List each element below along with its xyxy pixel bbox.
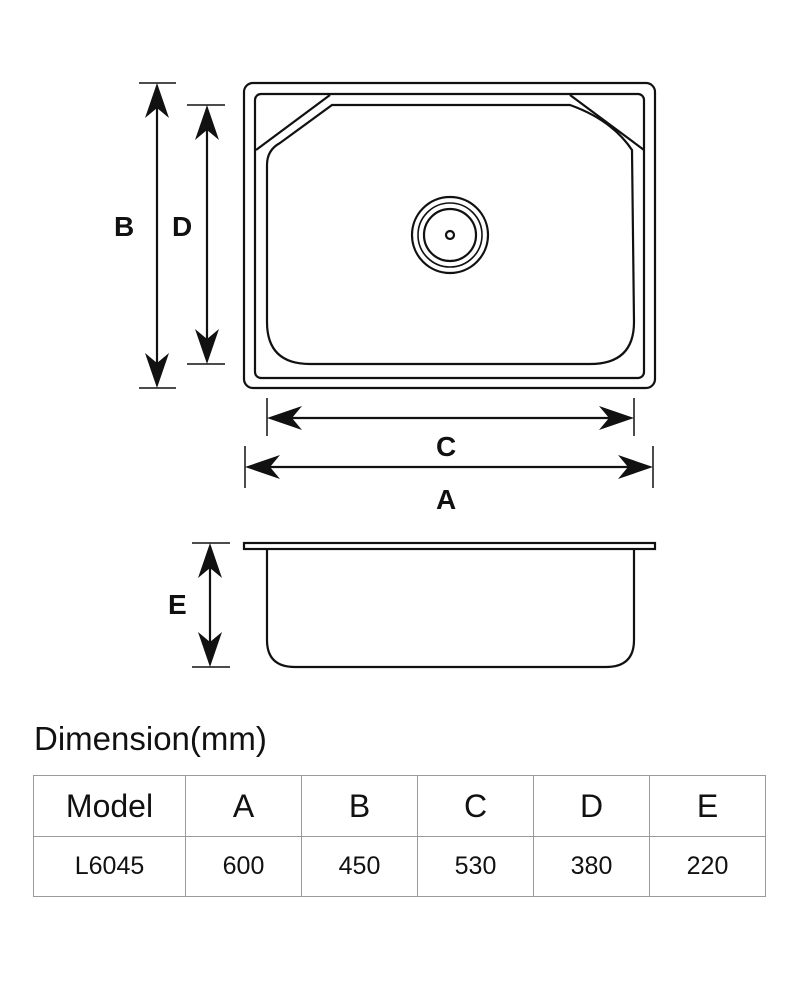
drain-hole [444, 229, 456, 241]
cell-a: 600 [185, 836, 302, 897]
bowl-corner-line-left [255, 94, 331, 151]
sink-technical-drawing: B D C A E [114, 81, 657, 669]
dimension-table: Model A B C D E L6045 600 450 530 380 22… [33, 775, 766, 897]
dimension-d-label: D [172, 211, 192, 242]
dimension-c [266, 398, 635, 436]
table-row: L6045 600 450 530 380 220 [33, 836, 766, 897]
dimension-e [192, 542, 230, 668]
dimension-e-label: E [168, 589, 187, 620]
dimension-b-label: B [114, 211, 134, 242]
side-view-bowl [265, 549, 636, 669]
header-e: E [649, 775, 766, 837]
header-a: A [185, 775, 302, 837]
side-view-rim [242, 541, 657, 551]
dimension-a-label: A [436, 484, 456, 515]
header-d: D [533, 775, 650, 837]
header-model: Model [33, 775, 186, 837]
bowl-corner-line-right [569, 94, 645, 151]
sink-top-view [242, 81, 657, 390]
cell-d: 380 [533, 836, 650, 897]
dimension-c-label: C [436, 431, 456, 462]
sink-outer-rim [242, 81, 657, 390]
header-c: C [417, 775, 534, 837]
sink-inner-rim [253, 92, 646, 380]
drain-outer-ring [410, 195, 490, 275]
cell-b: 450 [301, 836, 418, 897]
sink-bowl-outline [265, 103, 636, 366]
dimension-table-title: Dimension(mm) [34, 720, 267, 757]
sink-side-view [242, 541, 657, 669]
cell-e: 220 [649, 836, 766, 897]
drain-inner-ring [422, 207, 478, 263]
dimension-a [244, 446, 654, 488]
drain-middle-ring [417, 202, 483, 268]
cell-model: L6045 [33, 836, 186, 897]
dimension-d [187, 104, 225, 365]
dimension-b [139, 82, 176, 389]
header-b: B [301, 775, 418, 837]
cell-c: 530 [417, 836, 534, 897]
table-header-row: Model A B C D E [33, 775, 766, 837]
